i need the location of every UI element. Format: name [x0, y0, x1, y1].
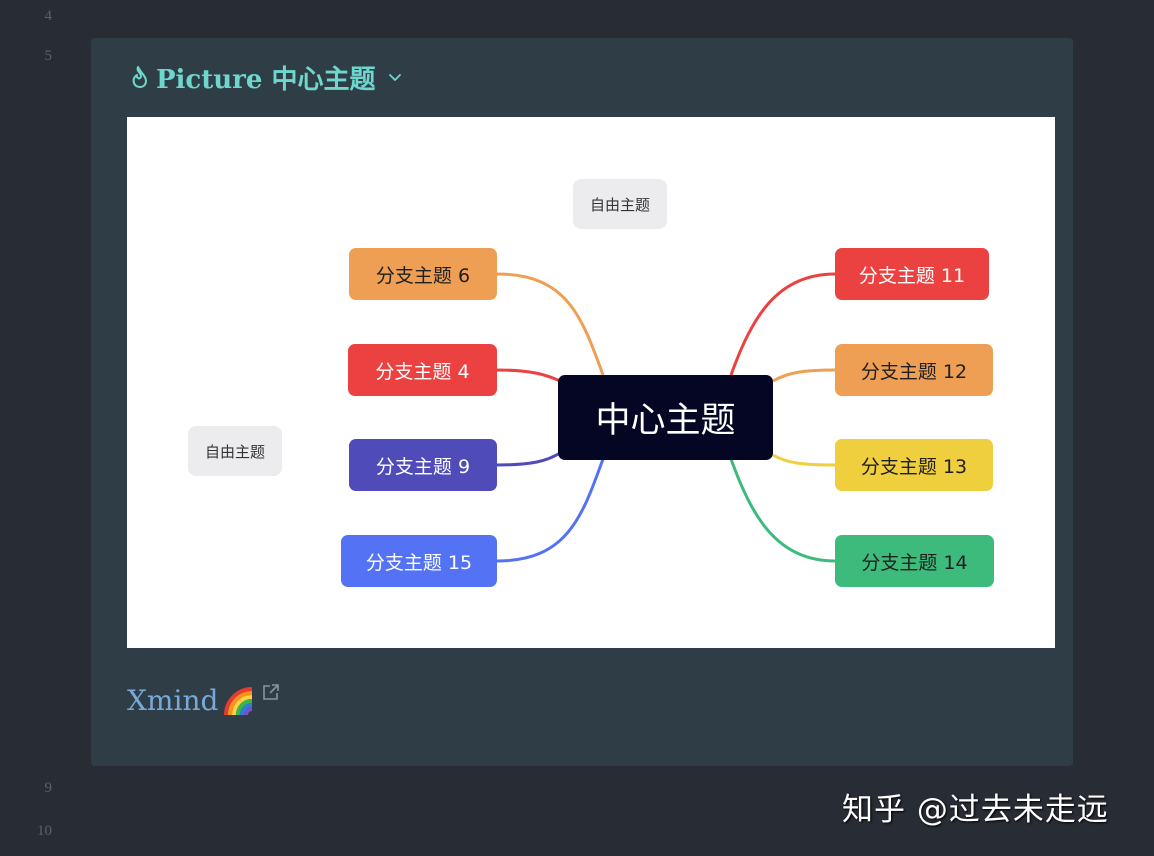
block-header[interactable]: Picture 中心主题 — [128, 60, 403, 95]
source-link[interactable]: Xmind — [127, 683, 280, 717]
flame-icon — [132, 66, 147, 88]
branch-topic-9[interactable]: 分支主题 9 — [349, 439, 497, 491]
branch-topic-12[interactable]: 分支主题 12 — [835, 344, 993, 396]
branch-topic-4[interactable]: 分支主题 4 — [348, 344, 497, 396]
rainbow-icon — [224, 687, 253, 715]
central-topic[interactable]: 中心主题 — [558, 375, 773, 460]
free-topic[interactable]: 自由主题 — [573, 179, 667, 229]
external-link-icon[interactable] — [262, 683, 280, 701]
free-topic[interactable]: 自由主题 — [188, 426, 282, 476]
line-number-4: 4 — [44, 8, 53, 24]
mindmap-image: 中心主题 自由主题 自由主题 分支主题 6 分支主题 4 分支主题 9 分支主题… — [127, 117, 1055, 648]
branch-topic-15[interactable]: 分支主题 15 — [341, 535, 497, 587]
branch-topic-6[interactable]: 分支主题 6 — [349, 248, 497, 300]
branch-topic-14[interactable]: 分支主题 14 — [835, 535, 994, 587]
watermark: 知乎 @过去未走远 — [842, 792, 1109, 828]
picture-block: Picture 中心主题 中心主题 自由主题 自由主题 分支主题 6 分支主题 … — [91, 38, 1073, 766]
block-title: Picture 中心主题 — [156, 64, 376, 95]
chevron-down-icon[interactable] — [387, 69, 403, 85]
line-number-9: 9 — [44, 780, 53, 796]
xmind-link[interactable]: Xmind — [127, 684, 219, 717]
branch-topic-13[interactable]: 分支主题 13 — [835, 439, 993, 491]
line-number-5: 5 — [44, 48, 53, 64]
mindmap-connectors — [496, 272, 836, 563]
line-number-10: 10 — [37, 823, 52, 839]
branch-topic-11[interactable]: 分支主题 11 — [835, 248, 989, 300]
